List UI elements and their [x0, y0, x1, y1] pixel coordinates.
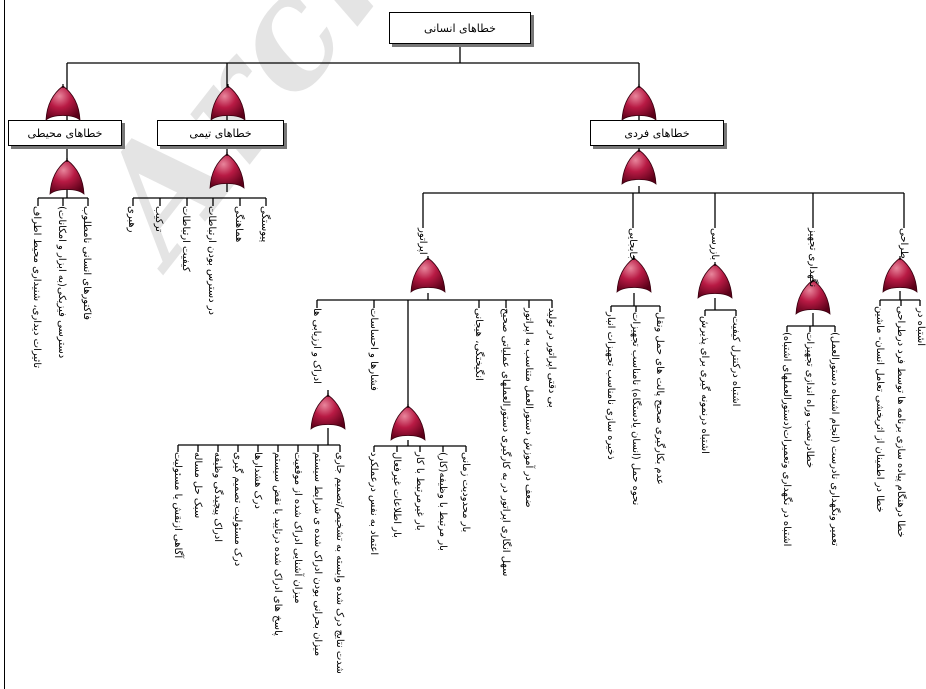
design-item: خطا در اطمینان از اثربخشی تعامل انسان- م…	[874, 306, 885, 513]
team-item: پیوستگی	[259, 206, 270, 243]
inspection-label: بازرسی	[709, 228, 720, 261]
maintenance-label: نگهداری تجهیز	[807, 228, 818, 288]
neglect-label: سهل انگاری اپراتور در به کارگیری دستورال…	[500, 308, 511, 577]
pressure-item: بار غیرمرتبط با کار	[414, 452, 425, 531]
env-errors-label: خطاهای محیطی	[27, 126, 103, 140]
pressure-item: اعتماد به نفس درعملکرد	[368, 452, 379, 556]
transport-item: نحوه حمل (انسان یادستگاه) نامناسب تجهیزا…	[630, 312, 641, 506]
fatigue-label: انگیختگی، هیجانی	[473, 308, 484, 381]
or-gate-icon	[695, 262, 735, 302]
design-item: اشتباه در مطالعه نیازهای فیزیولوژیکی	[914, 306, 926, 346]
perception-item: درک مسئولیت تصمیم گیری	[232, 452, 243, 567]
or-gate-icon	[388, 404, 428, 444]
or-gate-icon	[43, 84, 83, 124]
or-gate-icon	[619, 84, 659, 124]
pressure-item: بار محدودیت زمانی	[460, 452, 471, 533]
perception-item: ادراک پیچیدگی وظیفه	[212, 452, 223, 542]
team-errors-label: خطاهای تیمی	[189, 126, 252, 140]
team-errors-box: خطاهای تیمی	[157, 120, 284, 146]
maintenance-item: تعمیر ونگهداری نادرست (انجام اشتباه دستو…	[829, 332, 840, 546]
team-item: هماهنگی	[233, 206, 244, 243]
or-gate-icon	[207, 152, 247, 192]
maintenance-item: اشتباه در نگهداری وتعمیرات(دستورالعملهای…	[781, 332, 792, 547]
pressure-label: فشارها و احساسات	[368, 308, 379, 391]
inspection-item: اشتباه درکنترل کیفیت	[730, 316, 741, 407]
team-item: در دسترس بودن ارتباطات	[206, 206, 217, 316]
team-item: کیفیت ارتباطات	[180, 206, 191, 272]
perception-item: آگاهی ازنقش یا مسئولیت	[172, 452, 183, 559]
individual-errors-box: خطاهای فردی	[590, 120, 724, 146]
or-gate-icon	[408, 256, 448, 296]
perception-item: میزان آشنایی ادراک شده از موقعیت	[292, 452, 303, 604]
perception-label: ادراک و ارزیابی ها	[311, 308, 322, 384]
team-item: ترکیب	[153, 206, 164, 232]
env-item: فاکتورهای انسانی نامطلوب	[81, 206, 92, 321]
or-gate-icon	[47, 158, 87, 198]
transport-item: ذخیره سازی نامناسب تجهیزات انبار	[605, 312, 616, 460]
operator-label: اپراتور	[417, 228, 428, 255]
perception-item: سبک حل مساله	[192, 452, 203, 519]
pressure-item: بار مرتبط با وظیفه(کار)	[437, 452, 448, 551]
or-gate-icon	[614, 256, 654, 296]
transport-label: جابجایی	[627, 228, 638, 261]
inspection-item: اشتباه درنمونه گیری برای پذیرش	[699, 316, 710, 454]
transport-item: عدم بکارگیری صحیح پالت های حمل ونقل	[654, 312, 665, 485]
training-label: ضعف در آموزش دستورالعمل متناسب به اپراتو…	[523, 308, 534, 508]
or-gate-icon	[619, 148, 659, 188]
team-item: رهبری	[126, 206, 137, 233]
root-label: خطاهای انسانی	[424, 21, 496, 35]
maintenance-item: خطادرنصب وراه اندازی تجهیزات	[804, 332, 815, 469]
individual-errors-label: خطاهای فردی	[624, 126, 690, 140]
or-gate-icon	[880, 256, 920, 296]
root-box: خطاهای انسانی	[389, 12, 531, 44]
perception-item: پاسخ های ادراک شده درتایید یا نقض سیستم	[272, 452, 283, 636]
precision-label: بی دقتی اپراتور در تولید	[546, 308, 557, 408]
design-item: خطا درهنگام پیاده سازی برنامه ها توسط فر…	[895, 306, 906, 538]
pressure-item: بار اطلاعات غیرفعال	[391, 452, 402, 538]
env-errors-box: خطاهای محیطی	[8, 120, 122, 146]
or-gate-icon	[308, 393, 348, 433]
or-gate-icon	[793, 278, 833, 318]
or-gate-icon	[208, 84, 248, 124]
design-label: طراحی	[898, 228, 909, 259]
perception-item: درک هشدارها	[252, 452, 263, 509]
left-border	[4, 0, 5, 689]
perception-item: شدت نتایج درک شده وابسته به تشخیص/تصمیم …	[334, 452, 345, 674]
env-item: دسترسی فیزیکی(به ابزار و امکانات)	[56, 206, 67, 359]
env-item: تاثیرات دیداری، شنیداری محیط اطراف	[31, 206, 42, 369]
perception-item: میزان بحرانی بودن ادراک شده ی شرایط سیست…	[312, 452, 323, 657]
